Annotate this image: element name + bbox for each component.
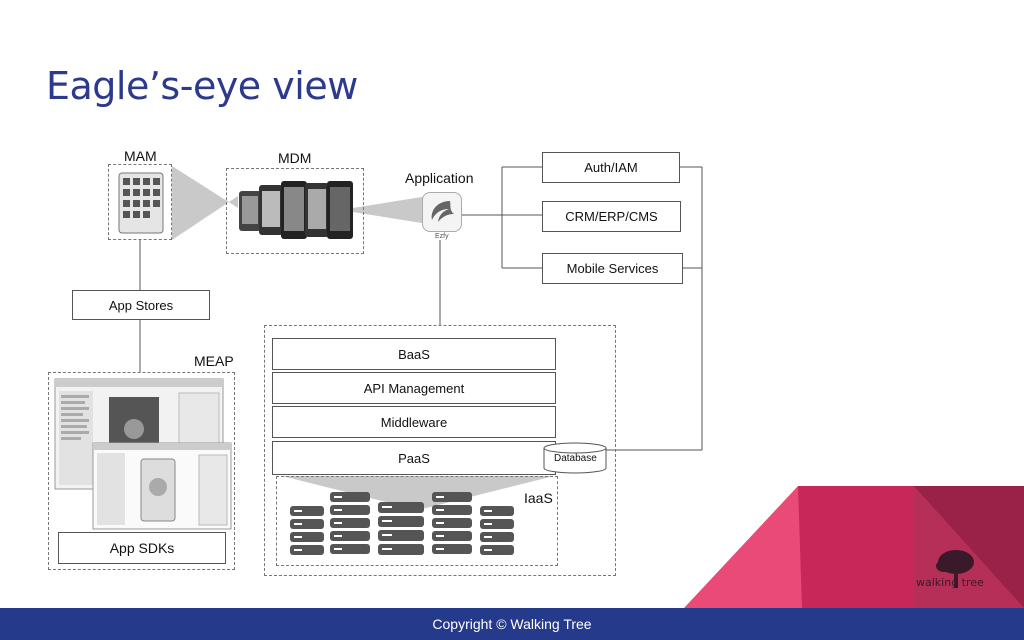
auth-iam-box: Auth/IAM (542, 152, 680, 183)
api-management-box: API Management (272, 372, 556, 404)
mobile-services-box: Mobile Services (542, 253, 683, 284)
meap-frame (48, 372, 235, 570)
mam-mdm-beam (172, 166, 238, 240)
crm-erp-cms-box: CRM/ERP/CMS (542, 201, 681, 232)
logo-text: walking tree (916, 576, 984, 589)
paas-box: PaaS (272, 441, 556, 475)
tree-logo-icon (936, 550, 974, 588)
corner-decoration (684, 486, 1024, 608)
meap-label: MEAP (194, 353, 234, 369)
mdm-device-frame (226, 168, 364, 254)
mam-label: MAM (124, 148, 157, 164)
eagle-icon (431, 201, 454, 222)
mdm-label: MDM (278, 150, 312, 166)
mam-device-frame (108, 164, 172, 240)
phone-grid-icon (118, 172, 164, 234)
baas-box: BaaS (272, 338, 556, 370)
application-label: Application (405, 170, 474, 186)
iaas-label: IaaS (524, 490, 553, 506)
app-icon (422, 192, 462, 232)
page-title: Eagle’s-eye view (46, 64, 358, 108)
database-label: Database (554, 453, 597, 464)
app-icon-caption: Ezfy (435, 233, 449, 240)
database-icon (543, 442, 607, 474)
server-racks-icon (290, 492, 514, 555)
smartphones-icon (239, 181, 353, 239)
copyright-text: Copyright © Walking Tree (432, 616, 592, 632)
paas-iaas-beam (282, 476, 554, 510)
footer-bar: Copyright © Walking Tree (0, 608, 1024, 640)
app-sdks-box: App SDKs (58, 532, 226, 564)
iaas-frame (276, 476, 558, 566)
middleware-box: Middleware (272, 406, 556, 438)
ide-screenshot-icon (54, 378, 232, 530)
app-mdm-beam (340, 196, 428, 224)
platform-frame (264, 325, 616, 576)
app-stores-box: App Stores (72, 290, 210, 320)
